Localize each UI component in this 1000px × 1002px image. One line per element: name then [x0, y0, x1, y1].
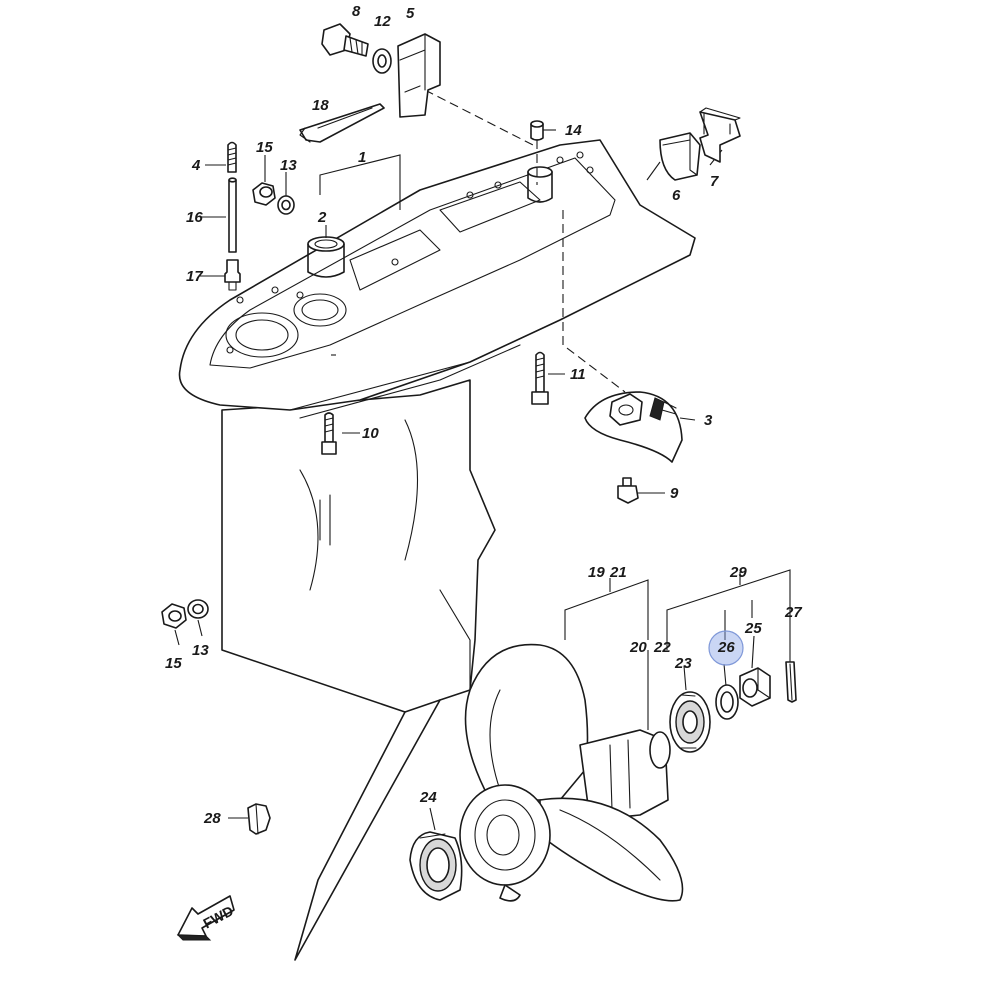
callout-3: 3 [704, 412, 713, 429]
part-13-washer-top[interactable] [277, 195, 295, 215]
callout-27: 27 [784, 604, 802, 621]
part-12-washer[interactable] [372, 48, 392, 74]
part-26-washer[interactable] [715, 684, 739, 720]
fwd-direction-arrow: FWD [176, 895, 236, 941]
callout-22: 22 [653, 639, 671, 656]
callout-7: 7 [710, 173, 719, 190]
leader-lines [174, 129, 791, 831]
part-16-rod[interactable] [228, 177, 237, 253]
part-3-trim-tab[interactable] [584, 391, 683, 463]
part-23-thrust-washer[interactable] [669, 691, 711, 753]
part-19-propeller[interactable] [459, 643, 684, 902]
part-10-bolt[interactable] [321, 412, 337, 455]
callout-2: 2 [317, 209, 327, 226]
callout-25: 25 [744, 620, 762, 637]
part-15-nut-bottom[interactable] [161, 603, 187, 629]
callout-16: 16 [186, 209, 203, 226]
callout-13-bottom: 13 [192, 642, 209, 659]
alignment-lines [424, 89, 626, 393]
highlight-marker-26 [708, 630, 744, 666]
part-8-bolt[interactable] [321, 23, 369, 57]
part-18-clip[interactable] [299, 103, 385, 143]
part-28-plug[interactable] [247, 803, 271, 835]
part-4-stud[interactable] [227, 141, 237, 173]
callout-12: 12 [374, 13, 391, 30]
callout-11: 11 [570, 366, 586, 383]
callout-labels: 8 12 5 18 14 1 2 4 15 13 16 17 6 7 11 3 … [165, 3, 802, 827]
callout-20: 20 [629, 639, 647, 656]
part-6-cap[interactable] [659, 132, 701, 181]
part-14-dowel[interactable] [530, 120, 544, 141]
callout-13-top: 13 [280, 157, 297, 174]
part-5-cover[interactable] [397, 33, 441, 118]
callout-5: 5 [406, 5, 415, 22]
gear-case-housing[interactable] [178, 139, 696, 961]
callout-28: 28 [203, 810, 221, 827]
callout-6: 6 [672, 187, 681, 204]
part-25-nut[interactable] [739, 667, 771, 707]
callout-15-top: 15 [256, 139, 273, 156]
callout-4: 4 [191, 157, 201, 174]
callout-29: 29 [729, 564, 747, 581]
part-9-bolt[interactable] [617, 477, 639, 504]
part-11-bolt[interactable] [531, 351, 549, 405]
callout-15-bottom: 15 [165, 655, 182, 672]
callout-14: 14 [565, 122, 582, 139]
callout-17: 17 [186, 268, 203, 285]
part-27-cotter-pin[interactable] [785, 661, 797, 703]
part-13-washer-bottom[interactable] [187, 599, 209, 619]
part-7-bracket[interactable] [699, 107, 741, 163]
callout-9: 9 [670, 485, 679, 502]
callout-24: 24 [419, 789, 437, 806]
callout-19: 19 [588, 564, 605, 581]
part-24-spacer[interactable] [409, 831, 463, 901]
part-17-fitting[interactable] [224, 259, 241, 291]
callout-8: 8 [352, 3, 361, 20]
callout-18: 18 [312, 97, 329, 114]
part-15-plug-top[interactable] [252, 182, 276, 206]
callout-1: 1 [358, 149, 366, 166]
callout-26: 26 [717, 639, 735, 656]
callout-23: 23 [674, 655, 692, 672]
callout-10: 10 [362, 425, 379, 442]
callout-21: 21 [609, 564, 627, 581]
